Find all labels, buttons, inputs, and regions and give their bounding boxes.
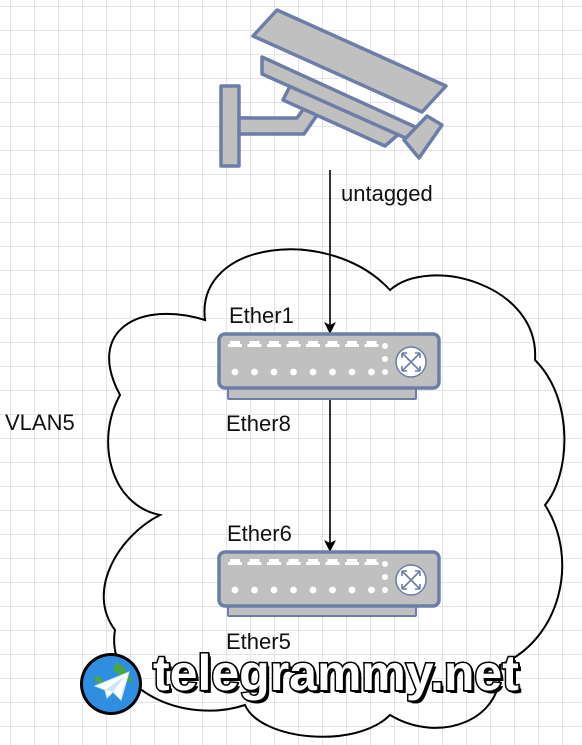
port-led [348, 586, 356, 594]
port-led [329, 368, 336, 376]
status-led [382, 369, 388, 375]
ether5-label: Ether5 [226, 629, 291, 654]
switch-1-ports [228, 341, 388, 376]
ethernet-port [286, 341, 301, 347]
network-switch-2 [217, 550, 441, 617]
watermark-text: telegrammy.net [152, 645, 521, 701]
telegram-plane-icon [80, 653, 142, 715]
port-led [309, 368, 317, 376]
ethernet-port [228, 559, 242, 565]
status-led [382, 356, 388, 362]
ethernet-port [228, 341, 242, 347]
status-led [382, 587, 388, 593]
port-led [348, 368, 356, 376]
router-arrows-icon [395, 564, 427, 596]
port-led [290, 586, 297, 594]
network-switch-1 [217, 332, 441, 400]
untagged-label: untagged [341, 181, 433, 206]
port-led [231, 368, 239, 376]
ethernet-port [364, 559, 379, 565]
router-arrows-icon [395, 346, 427, 378]
ethernet-port [325, 341, 340, 347]
vlan5-label: VLAN5 [5, 410, 75, 435]
ethernet-port [345, 559, 359, 565]
status-led [382, 574, 388, 580]
ethernet-port [267, 559, 281, 565]
port-led [270, 586, 278, 594]
ethernet-port [306, 559, 320, 565]
ethernet-port [306, 341, 320, 347]
ether6-label: Ether6 [227, 521, 292, 546]
port-led [251, 368, 258, 376]
ether1-label: Ether1 [229, 303, 294, 328]
ether8-label: Ether8 [226, 411, 291, 436]
port-led [309, 586, 317, 594]
security-camera-icon [219, 8, 448, 168]
port-led [270, 368, 278, 376]
ethernet-port [247, 559, 262, 565]
ethernet-port [247, 341, 262, 347]
status-led [382, 343, 388, 349]
port-led [329, 586, 336, 594]
ethernet-port [345, 341, 359, 347]
port-led [231, 586, 239, 594]
ethernet-port [286, 559, 301, 565]
switch-2-ports [228, 559, 388, 594]
vlan5-cloud [102, 248, 566, 738]
port-led [251, 586, 258, 594]
status-led [382, 561, 388, 567]
ethernet-port [325, 559, 340, 565]
port-led [368, 586, 375, 594]
ethernet-port [267, 341, 281, 347]
ethernet-port [364, 341, 379, 347]
port-led [290, 368, 297, 376]
port-led [368, 368, 375, 376]
